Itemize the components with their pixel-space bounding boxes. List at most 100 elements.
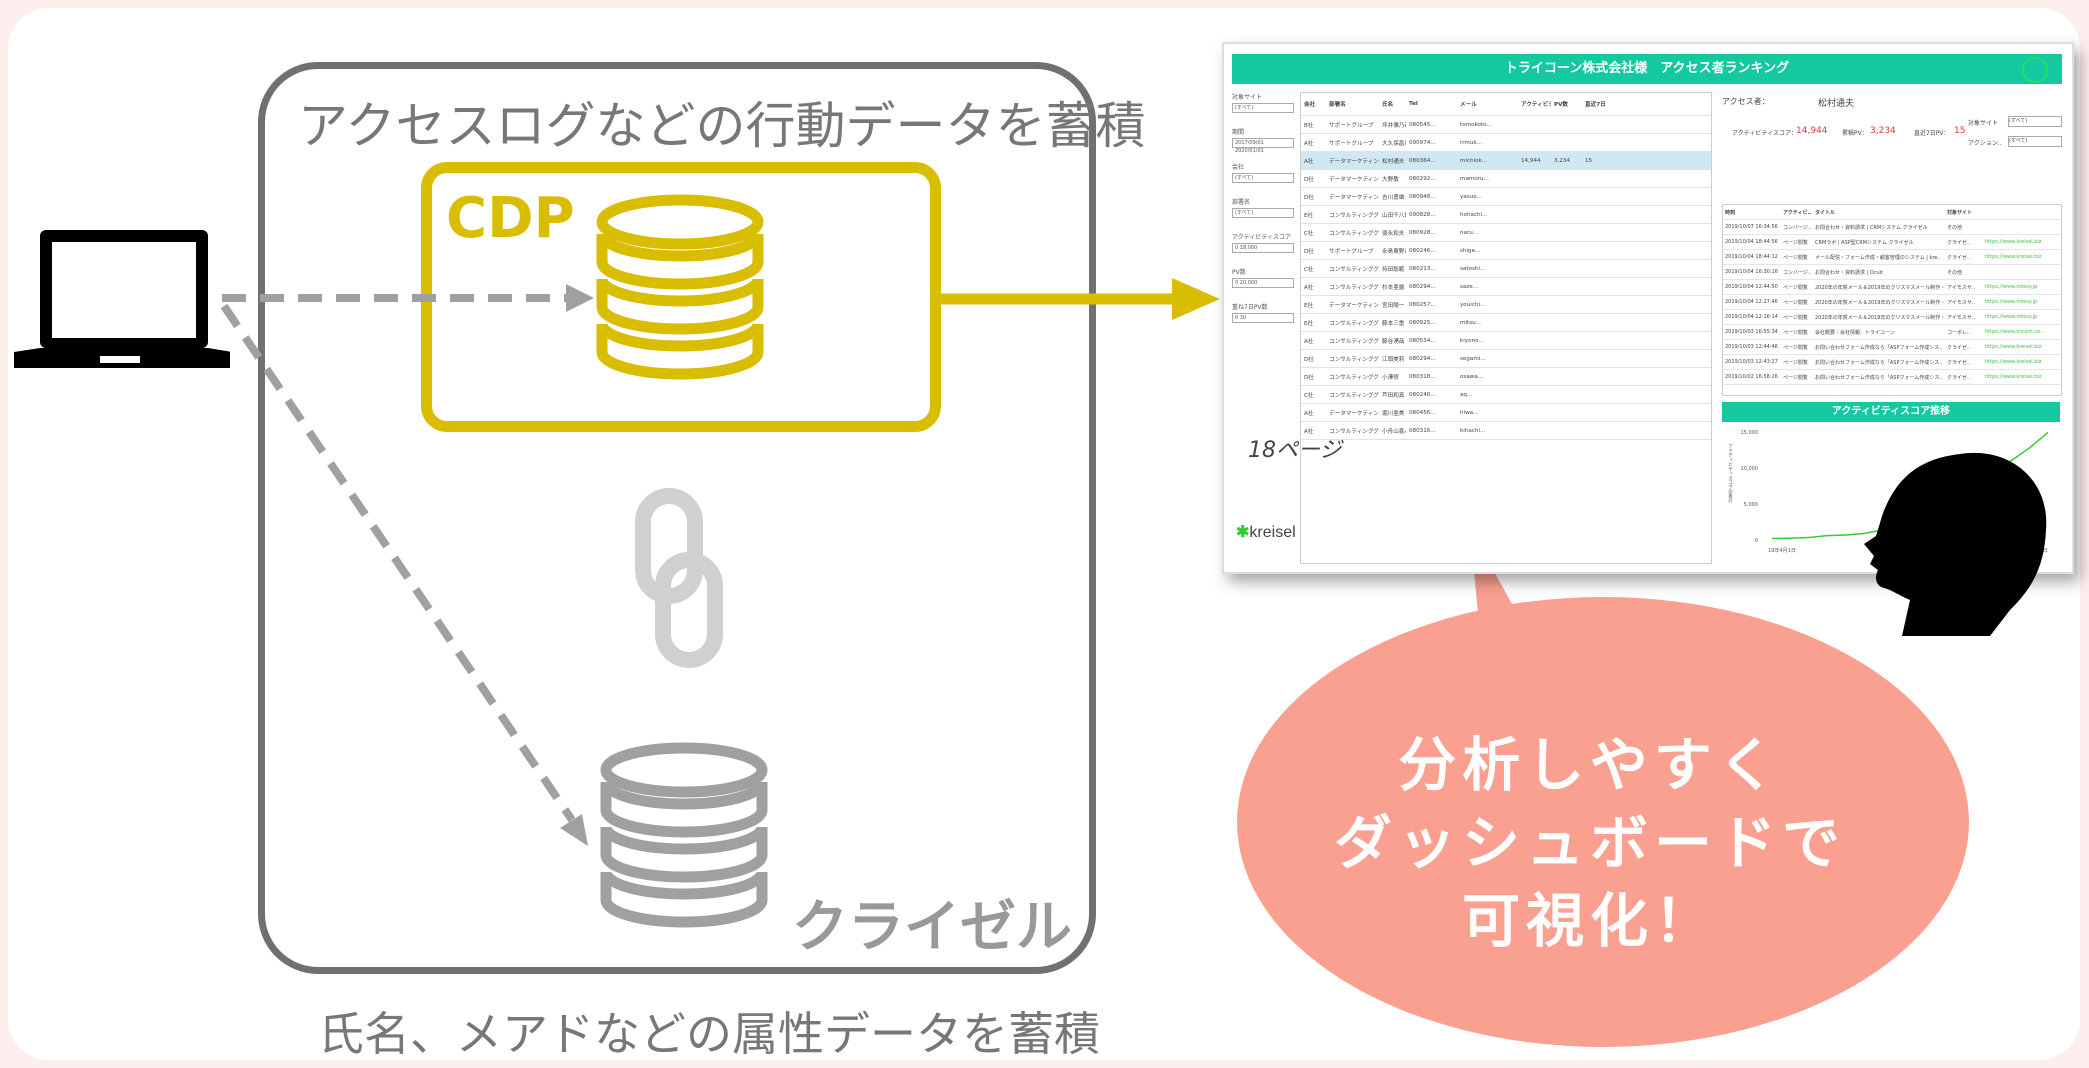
table-cell: データマーケティングチ <box>1329 194 1379 201</box>
table-cell: 堀川亜美 <box>1382 410 1405 417</box>
log-cell: お問い合わせフォーム作成なら「ASPフォーム作成シス.. <box>1815 374 1943 381</box>
filter-group: 期間 2017/09/01 2020/01/01 <box>1232 127 1294 154</box>
table-row[interactable]: B社サポートグループ坪井雅乃花080545...tomokoto... <box>1301 116 1711 134</box>
table-cell: saze... <box>1460 283 1479 290</box>
dashboard-title: トライコーン株式会社様 アクセス者ランキング <box>1504 61 1790 76</box>
bubble-text: 分析しやすく ダッシュボードで 可視化！ <box>1320 726 1860 960</box>
table-cell: データマーケティングチ <box>1329 158 1379 165</box>
pv-value: 3,234 <box>1870 126 1896 136</box>
table-cell: B社 <box>1304 122 1314 129</box>
table-cell: 080925... <box>1409 319 1436 326</box>
table-cell: コンサルティンググループ <box>1329 284 1379 291</box>
table-row[interactable]: C社コンサルティンググループ芦田和真080240...aq... <box>1301 386 1711 404</box>
log-cell: ページ閲覧 <box>1783 329 1808 336</box>
action-filter-select[interactable]: (すべて) <box>2008 136 2062 147</box>
log-cell: https://www.tricorn.co.. <box>1985 329 2044 335</box>
table-cell: コンサルティンググループ <box>1329 356 1379 363</box>
table-row[interactable]: A社コンサルティンググループ小舟山喜八郎080316...kihachi... <box>1301 422 1711 440</box>
site-filter-select[interactable]: (すべて) <box>2008 116 2062 127</box>
y-tick-label: 15,000 <box>1741 430 1759 436</box>
table-cell: mitsu... <box>1460 319 1481 326</box>
table-cell: サポートグループ <box>1329 248 1374 255</box>
table-cell: E社 <box>1304 302 1314 309</box>
table-cell: aq... <box>1460 391 1473 398</box>
table-cell: kiyono... <box>1460 337 1484 344</box>
filter-select[interactable]: 0 20,000 <box>1232 278 1294 288</box>
table-row[interactable]: D社コンサルティンググループ小澤修080318...osawa... <box>1301 368 1711 386</box>
table-row[interactable]: A社データマーケティングチ松村通夫080364...michiok...14,9… <box>1301 152 1711 170</box>
table-row[interactable]: A社コンサルティンググループ藤谷湧哉080534...kiyono... <box>1301 332 1711 350</box>
table-cell: 080364... <box>1409 157 1436 164</box>
table-row[interactable]: A社コンサルティンググループ杉本亜露080294...saze... <box>1301 278 1711 296</box>
table-row[interactable]: D社データマーケティングチ大野敬080292...mamoru... <box>1301 170 1711 188</box>
table-cell: 大久保昌巳 <box>1382 140 1406 147</box>
table-header-cell: メール <box>1460 102 1477 108</box>
table-row[interactable]: C社コンサルティンググループ徳永和夫080928...naru... <box>1301 224 1711 242</box>
table-row[interactable]: D社データマーケティングチ吉川勇雄080948...yasuo... <box>1301 188 1711 206</box>
filter-label: 期間 <box>1232 129 1245 136</box>
page-count: 18ページ <box>1248 438 1342 463</box>
filter-group: 会社(すべて) <box>1232 162 1294 183</box>
filter-select[interactable]: 0 30 <box>1232 313 1294 323</box>
table-header-cell: Tel <box>1409 101 1418 107</box>
log-cell: コンバージ.. <box>1783 224 1812 231</box>
filter-select[interactable]: 0 18,000 <box>1232 243 1294 253</box>
log-cell: https://www.kreisel.biz <box>1985 359 2042 365</box>
table-cell: michiok... <box>1460 157 1488 164</box>
table-header-cell: 部署名 <box>1329 102 1346 108</box>
filter-select[interactable]: (すべて) <box>1232 103 1294 113</box>
site-filter-label: 対象サイト <box>1968 120 1999 127</box>
table-cell: 藤本三重 <box>1382 320 1405 327</box>
table-row[interactable]: A社サポートグループ大久保昌巳090974...rrmuk... <box>1301 134 1711 152</box>
log-cell: お問い合わせフォーム作成なら「ASPフォーム作成シス.. <box>1815 359 1943 366</box>
table-row[interactable]: E社コンサルティンググループ藤本三重080925...mitsu... <box>1301 314 1711 332</box>
table-cell: 080213... <box>1409 265 1436 272</box>
log-cell: 2019/10/04 12:16:14 <box>1725 314 1778 320</box>
table-cell: 松村通夫 <box>1382 158 1405 165</box>
table-cell: 080928... <box>1409 229 1436 236</box>
filter-select[interactable]: (すべて) <box>1232 208 1294 218</box>
table-row[interactable]: A社データマーケティングチ堀川亜美080456...hiwa... <box>1301 404 1711 422</box>
table-cell: コンサルティンググループ <box>1329 374 1379 381</box>
log-cell: 2019/10/03 12:44:46 <box>1725 344 1778 350</box>
table-row[interactable]: D社サポートグループ永島東野進080246...shige... <box>1301 242 1711 260</box>
table-row[interactable]: C社コンサルティンググループ持田聡範080213...satoshi... <box>1301 260 1711 278</box>
table-header-cell: 直近7日PV.. <box>1585 102 1605 108</box>
log-cell: ページ閲覧 <box>1783 239 1808 246</box>
table-row[interactable]: E社データマーケティングチ宮田陽一080257...youichi... <box>1301 296 1711 314</box>
log-cell: コンバージ.. <box>1783 269 1812 276</box>
table-cell: A社 <box>1304 140 1314 147</box>
table-cell: A社 <box>1304 284 1314 291</box>
filter-label: アクティビティスコア <box>1232 234 1291 241</box>
log-cell: アイモスサ.. <box>1947 314 1975 321</box>
y-tick-label: 5,000 <box>1744 502 1758 508</box>
log-cell: 2020年の年賀メール＆2019年のクリスマスメール制作・.. <box>1815 284 1945 291</box>
kreisel-logo-text: kreisel <box>1249 524 1296 541</box>
y-tick-label: 0 <box>1755 538 1758 544</box>
table-cell: 080948... <box>1409 193 1436 200</box>
filter-select[interactable]: (すべて) <box>1232 173 1294 183</box>
table-row[interactable]: E社コンサルティンググループ山田千八郎090828...hohachi... <box>1301 206 1711 224</box>
table-row[interactable]: D社コンサルティンググループ江頭美莉080294...segami... <box>1301 350 1711 368</box>
table-cell: D社 <box>1304 194 1314 201</box>
log-cell: クライゼ.. <box>1947 239 1971 246</box>
table-cell: D社 <box>1304 374 1314 381</box>
table-cell: コンサルティンググループ <box>1329 392 1379 399</box>
log-cell: 2019/10/02 16:58:26 <box>1725 374 1778 380</box>
table-cell: A社 <box>1304 158 1314 165</box>
table-cell: mamoru... <box>1460 175 1489 182</box>
table-cell: segami... <box>1460 355 1486 362</box>
filter-select[interactable]: 2017/09/01 2020/01/01 <box>1232 138 1294 154</box>
